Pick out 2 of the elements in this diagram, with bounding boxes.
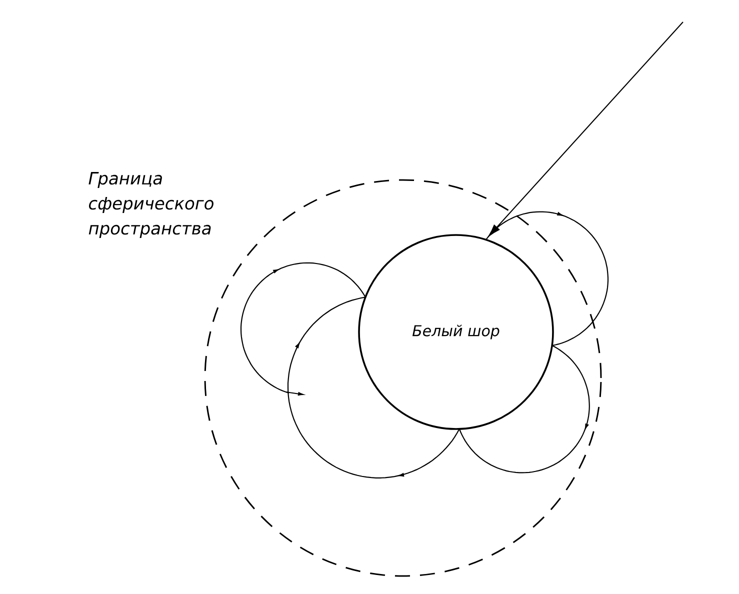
boundary-label: Граница сферического пространства xyxy=(88,172,214,238)
incoming-ray-arrow xyxy=(488,22,684,236)
